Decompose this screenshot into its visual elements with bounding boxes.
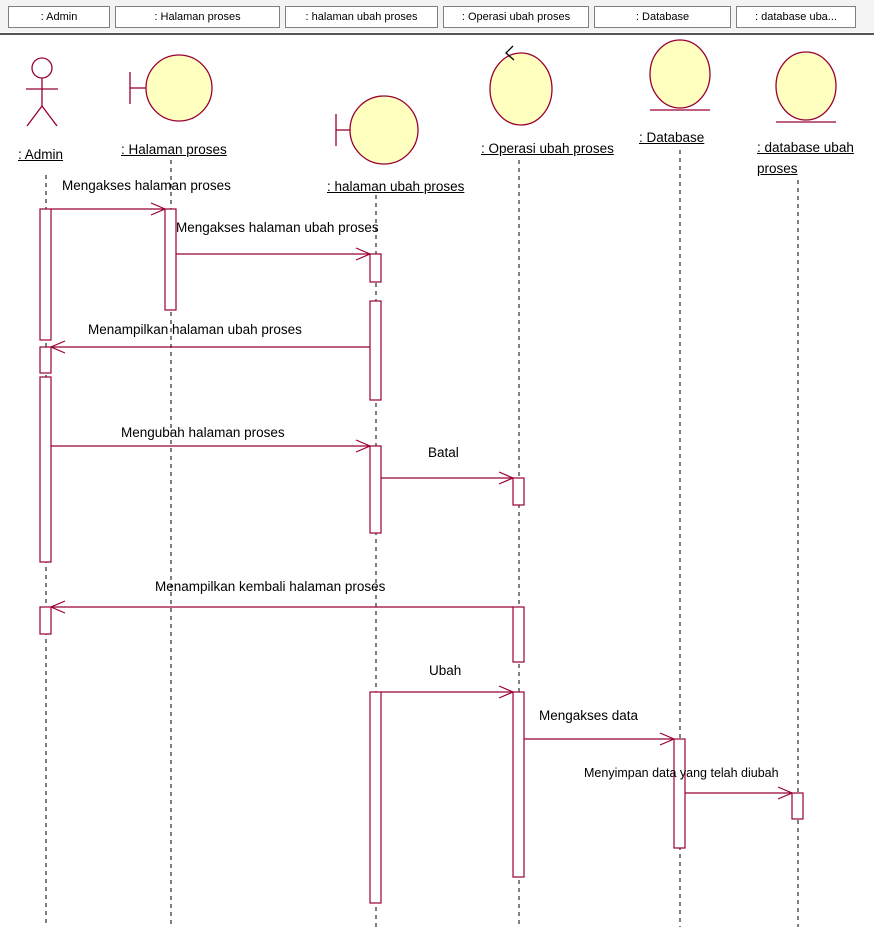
participant-label-halaman-ubah-proses: : halaman ubah proses xyxy=(327,179,465,194)
activation-halaman-proses xyxy=(164,208,177,311)
header-tab-database[interactable]: : Database xyxy=(594,6,731,28)
message-arrow-m8 xyxy=(524,732,676,746)
message-arrow-m4 xyxy=(51,439,372,453)
activation-admin-3 xyxy=(39,376,52,563)
header-bar: : Admin : Halaman proses : halaman ubah … xyxy=(0,0,874,32)
activation-admin-1 xyxy=(39,208,52,341)
entity-icon-database xyxy=(649,39,711,111)
control-icon-operasi-ubah-proses xyxy=(489,45,553,126)
activation-admin-4 xyxy=(39,606,52,635)
participant-label-operasi-ubah-proses: : Operasi ubah proses xyxy=(481,141,614,156)
message-label-m2: Mengakses halaman ubah proses xyxy=(176,220,379,235)
activation-operasi-2 xyxy=(512,606,525,663)
message-label-m8: Mengakses data xyxy=(539,708,639,723)
activation-halaman-ubah-4 xyxy=(369,691,382,904)
header-tab-halaman-proses[interactable]: : Halaman proses xyxy=(115,6,280,28)
message-arrow-m2 xyxy=(176,247,372,261)
message-arrow-m6 xyxy=(49,600,513,614)
activation-database-ubah xyxy=(791,792,804,820)
header-tab-halaman-ubah-proses[interactable]: : halaman ubah proses xyxy=(285,6,438,28)
participant-label-halaman-proses: : Halaman proses xyxy=(121,142,227,157)
message-arrow-m1 xyxy=(51,202,167,216)
activation-halaman-ubah-1 xyxy=(369,253,382,283)
header-tab-database-ubah[interactable]: : database uba... xyxy=(736,6,856,28)
participant-label-database: : Database xyxy=(639,130,705,145)
boundary-icon-halaman-proses xyxy=(129,54,213,122)
header-tab-admin[interactable]: : Admin xyxy=(8,6,110,28)
message-label-m9: Menyimpan data yang telah diubah xyxy=(584,766,779,780)
activation-operasi-3 xyxy=(512,691,525,878)
participant-label-database-ubah-line1: : database ubah xyxy=(757,140,854,155)
message-arrow-m9 xyxy=(685,786,794,800)
boundary-icon-halaman-ubah-proses xyxy=(335,95,419,165)
message-label-m3: Menampilkan halaman ubah proses xyxy=(88,322,302,337)
entity-icon-database-ubah-proses xyxy=(775,51,837,123)
message-label-m7: Ubah xyxy=(429,663,462,678)
activation-halaman-ubah-2 xyxy=(369,300,382,401)
message-label-m4: Mengubah halaman proses xyxy=(121,425,285,440)
activation-admin-2 xyxy=(39,346,52,374)
header-divider xyxy=(0,33,874,35)
activation-operasi-1 xyxy=(512,477,525,506)
actor-icon xyxy=(26,57,58,127)
participant-label-admin: : Admin xyxy=(18,147,64,162)
message-label-m6: Menampilkan kembali halaman proses xyxy=(155,579,386,594)
header-tab-operasi-ubah-proses[interactable]: : Operasi ubah proses xyxy=(443,6,589,28)
activation-halaman-ubah-3 xyxy=(369,445,382,534)
message-arrow-m3 xyxy=(49,340,370,354)
message-label-m1: Mengakses halaman proses xyxy=(62,178,231,193)
participant-label-database-ubah-line2: proses xyxy=(757,161,798,176)
message-arrow-m7 xyxy=(381,685,515,699)
message-label-m5: Batal xyxy=(428,445,459,460)
message-arrow-m5 xyxy=(381,471,515,485)
activation-database xyxy=(673,738,686,849)
